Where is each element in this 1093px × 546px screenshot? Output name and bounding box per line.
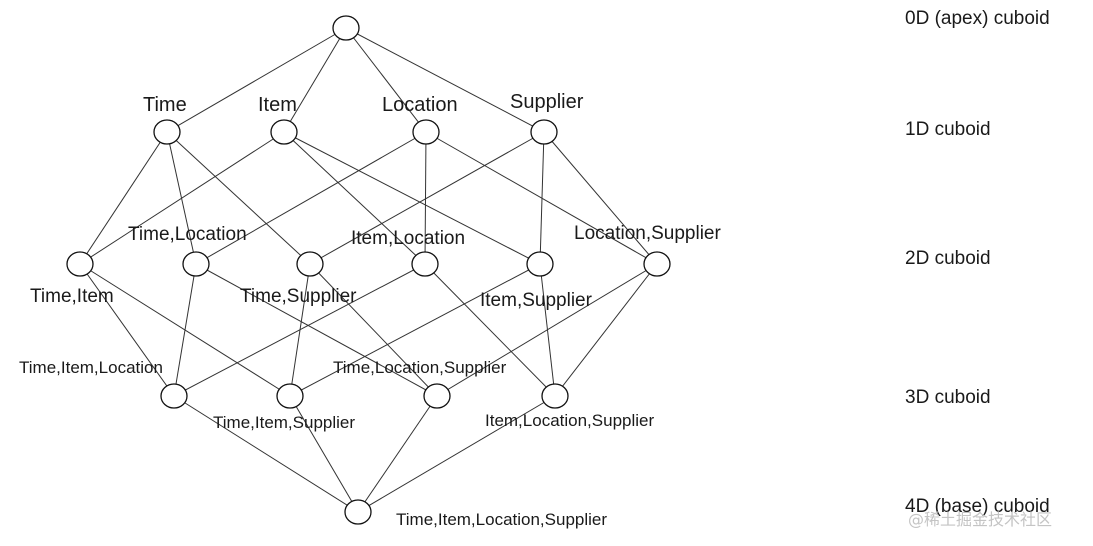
- edge-ils-base: [357, 395, 556, 513]
- edge-ti-til: [79, 263, 175, 397]
- node-label-l: Location: [382, 94, 458, 116]
- node-il: [411, 251, 439, 277]
- node-label-tl: Time,Location: [128, 224, 247, 245]
- node-ts: [296, 251, 324, 277]
- edge-is-tis: [289, 263, 541, 397]
- node-l: [412, 119, 440, 145]
- level-label-4d: 4D (base) cuboid: [905, 496, 1050, 517]
- node-tl: [182, 251, 210, 277]
- node-til: [160, 383, 188, 409]
- node-ti: [66, 251, 94, 277]
- level-label-3d: 3D cuboid: [905, 387, 991, 408]
- edge-il-ils: [424, 263, 556, 397]
- edge-ts-tls: [309, 263, 438, 397]
- edge-t-ti: [79, 131, 168, 265]
- node-label-base: Time,Item,Location,Supplier: [396, 510, 607, 529]
- level-label-2d: 2D cuboid: [905, 248, 991, 269]
- level-label-1d: 1D cuboid: [905, 119, 991, 140]
- level-label-0d: 0D (apex) cuboid: [905, 8, 1050, 29]
- edge-s-ts: [309, 131, 545, 265]
- node-label-til: Time,Item,Location: [19, 358, 163, 377]
- node-apex: [332, 15, 360, 41]
- node-label-il: Item,Location: [351, 228, 465, 249]
- edge-s-is: [539, 131, 545, 265]
- node-label-i: Item: [258, 94, 297, 116]
- edge-s-ls: [543, 131, 658, 265]
- node-s: [530, 119, 558, 145]
- node-label-t: Time: [143, 94, 187, 116]
- node-label-s: Supplier: [510, 91, 584, 113]
- node-label-ts: Time,Supplier: [240, 286, 357, 307]
- edge-tl-til: [173, 263, 197, 397]
- edge-l-tl: [195, 131, 427, 265]
- edge-ls-ils: [554, 263, 658, 397]
- edges-layer: [79, 27, 658, 513]
- edge-i-ti: [79, 131, 285, 265]
- edge-tis-base: [289, 395, 359, 513]
- edge-tls-base: [357, 395, 438, 513]
- node-base: [344, 499, 372, 525]
- node-tis: [276, 383, 304, 409]
- node-ils: [541, 383, 569, 409]
- edge-apex-i: [283, 27, 347, 133]
- edge-t-ts: [166, 131, 311, 265]
- edge-apex-s: [345, 27, 545, 133]
- node-i: [270, 119, 298, 145]
- node-tls: [423, 383, 451, 409]
- node-label-ti: Time,Item: [30, 286, 114, 307]
- node-label-ils: Item,Location,Supplier: [485, 411, 654, 430]
- edge-il-til: [173, 263, 426, 397]
- node-ls: [643, 251, 671, 277]
- edge-apex-t: [166, 27, 347, 133]
- node-is: [526, 251, 554, 277]
- node-label-tis: Time,Item,Supplier: [213, 413, 355, 432]
- node-label-tls: Time,Location,Supplier: [333, 358, 507, 377]
- edge-ls-tls: [436, 263, 658, 397]
- nodes-layer: [66, 15, 671, 525]
- edge-tl-tls: [195, 263, 438, 397]
- watermark-text: @稀土掘金技术社区: [908, 510, 1052, 529]
- node-t: [153, 119, 181, 145]
- edge-i-il: [283, 131, 426, 265]
- level-labels-layer: 0D (apex) cuboid 1D cuboid 2D cuboid 3D …: [905, 8, 1050, 517]
- node-label-is: Item,Supplier: [480, 290, 593, 311]
- edge-l-il: [424, 131, 427, 265]
- edge-apex-l: [345, 27, 427, 133]
- node-label-ls: Location,Supplier: [574, 223, 721, 244]
- edge-i-is: [283, 131, 541, 265]
- edge-til-base: [173, 395, 359, 513]
